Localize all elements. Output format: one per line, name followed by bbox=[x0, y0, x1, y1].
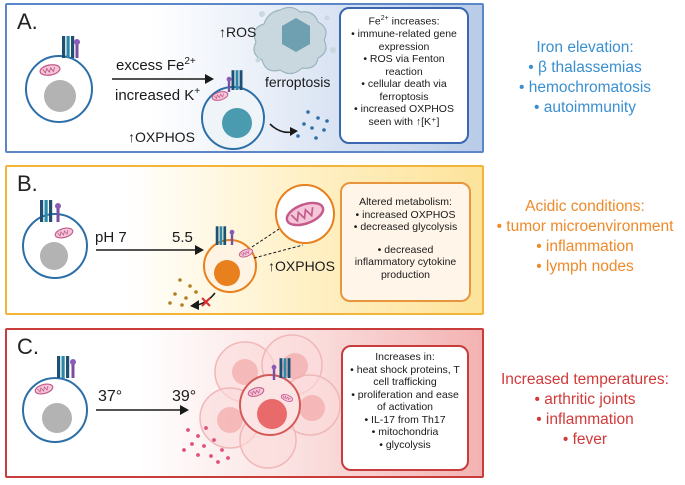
info-item: • heat shock proteins, T cell traffickin… bbox=[350, 363, 460, 389]
side-title: Iron elevation: bbox=[536, 39, 634, 56]
info-item: • IL-17 from Th17 bbox=[364, 413, 446, 426]
ferroptotic-cell bbox=[253, 6, 336, 75]
secreted-particles-a bbox=[296, 110, 329, 140]
info-box-temperature: Increases in: • heat shock proteins, T c… bbox=[341, 345, 469, 471]
info-item: • ROS via Fenton reaction bbox=[363, 53, 445, 78]
cell-b-acidic bbox=[203, 226, 257, 293]
info-item: • proliferation and ease of activation bbox=[351, 388, 459, 414]
info-item: • decreased inflammatory cytokine produc… bbox=[354, 243, 457, 281]
side-item: • inflammation bbox=[536, 411, 634, 428]
info-box-iron: Fe2+ increases: • immune-related gene ex… bbox=[339, 7, 469, 144]
arrow-c bbox=[96, 405, 189, 415]
side-item: • inflammation bbox=[536, 238, 634, 255]
temp-end-label: 39° bbox=[172, 388, 197, 405]
panel-label-b: B. bbox=[17, 171, 38, 196]
ferroptosis-label: ferroptosis bbox=[265, 74, 331, 90]
ph-start-label: pH 7 bbox=[95, 229, 127, 246]
cell-a-resting bbox=[25, 36, 93, 123]
cell-a-activated bbox=[201, 70, 265, 150]
info-box-acidic: Altered metabolism: • increased OXPHOS •… bbox=[340, 182, 471, 302]
arrow-a bbox=[112, 74, 214, 84]
side-list-iron: Iron elevation: • β thalassemias • hemoc… bbox=[487, 38, 683, 118]
info-box-temperature-title: Increases in: bbox=[375, 351, 435, 363]
proliferating-cells bbox=[199, 334, 341, 469]
oxphos-label-b: ↑OXPHOS bbox=[268, 258, 335, 274]
arrow-label-fe: excess Fe2+ bbox=[116, 56, 196, 74]
side-item: • hemochromatosis bbox=[518, 79, 652, 96]
info-item: • mitochondria bbox=[371, 426, 439, 438]
oxphos-label-a: ↑OXPHOS bbox=[128, 129, 195, 145]
side-item: • fever bbox=[562, 431, 608, 448]
info-item: • decreased glycolysis bbox=[353, 221, 458, 233]
secreted-particles-b bbox=[168, 278, 198, 307]
side-item: • arthritic joints bbox=[534, 391, 636, 408]
side-title: Increased temperatures: bbox=[500, 371, 669, 388]
arrow-b bbox=[96, 245, 204, 255]
cell-b-resting bbox=[22, 200, 88, 279]
blocked-secretion-arrow bbox=[190, 292, 216, 310]
side-list-acidic: Acidic conditions: • tumor microenvironm… bbox=[487, 197, 683, 277]
secretion-arrow-a bbox=[269, 123, 298, 136]
info-box-acidic-title: Altered metabolism: bbox=[359, 196, 452, 208]
info-box-iron-title: Fe2+ increases: bbox=[368, 15, 440, 28]
info-item: • immune-related gene expression bbox=[351, 28, 457, 53]
info-item: • increased OXPHOS seen with ↑[K⁺] bbox=[354, 103, 454, 128]
side-list-temperature: Increased temperatures: • arthritic join… bbox=[487, 370, 683, 450]
info-item: • increased OXPHOS bbox=[355, 208, 456, 221]
side-item: • autoimmunity bbox=[534, 99, 636, 116]
cell-c-resting bbox=[22, 356, 88, 443]
secreted-particles-c bbox=[182, 426, 230, 464]
side-item: • tumor microenvironment bbox=[496, 218, 674, 235]
ros-label: ↑ROS bbox=[219, 24, 257, 40]
info-item: • glycolysis bbox=[379, 438, 431, 451]
side-item: • β thalassemias bbox=[528, 59, 642, 76]
panel-label-c: C. bbox=[17, 334, 39, 359]
side-title: Acidic conditions: bbox=[525, 198, 645, 215]
info-item: • cellular death via ferroptosis bbox=[361, 78, 447, 103]
panel-label-a: A. bbox=[17, 9, 38, 34]
arrow-label-k: increased K+ bbox=[115, 86, 201, 104]
ph-end-label: 5.5 bbox=[172, 229, 193, 246]
mitochondria-zoom bbox=[251, 184, 335, 259]
side-item: • lymph nodes bbox=[536, 258, 634, 275]
temp-start-label: 37° bbox=[98, 388, 123, 405]
